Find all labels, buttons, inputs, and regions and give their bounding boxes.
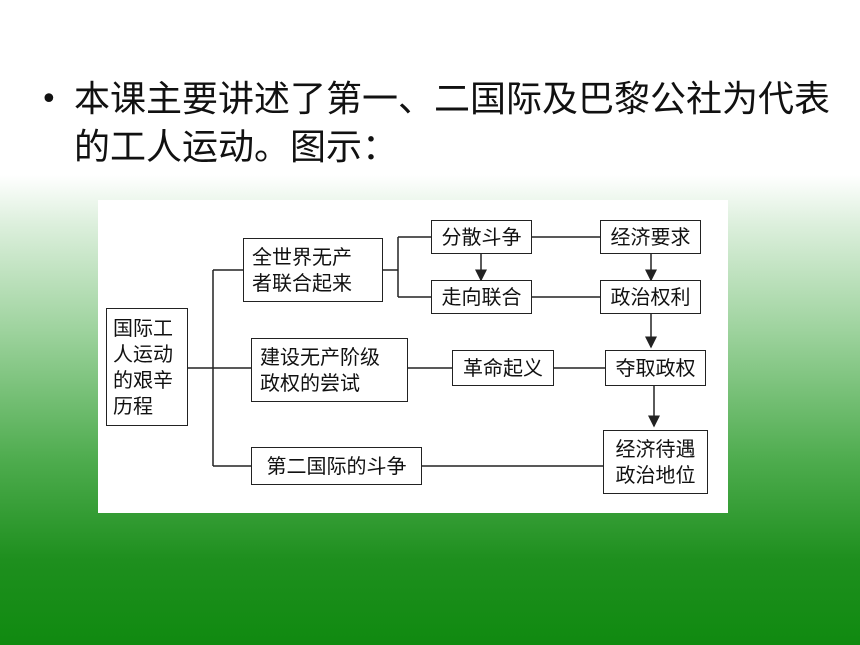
scattered-box: 分散斗争 — [431, 220, 532, 254]
seize-power-box: 夺取政权 — [605, 350, 706, 386]
branch1-box: 全世界无产 者联合起来 — [243, 238, 383, 302]
branch2-box: 建设无产阶级 政权的尝试 — [251, 338, 408, 402]
economic-demand-box: 经济要求 — [600, 220, 701, 254]
unite-box: 走向联合 — [431, 280, 532, 314]
bullet-item: • 本课主要讲述了第一、二国际及巴黎公社为代表的工人运动。图示： — [40, 76, 830, 172]
outcome-box: 经济待遇 政治地位 — [603, 430, 708, 494]
branch3-box: 第二国际的斗争 — [251, 447, 422, 485]
root-box: 国际工 人运动 的艰辛 历程 — [106, 308, 188, 426]
political-rights-box: 政治权利 — [600, 280, 701, 314]
revolution-box: 革命起义 — [452, 350, 554, 386]
flow-diagram: 国际工 人运动 的艰辛 历程 全世界无产 者联合起来 建设无产阶级 政权的尝试 … — [98, 200, 728, 513]
bullet-dot: • — [40, 82, 58, 117]
bullet-text: 本课主要讲述了第一、二国际及巴黎公社为代表的工人运动。图示： — [74, 79, 831, 168]
connector-lines — [186, 236, 660, 467]
